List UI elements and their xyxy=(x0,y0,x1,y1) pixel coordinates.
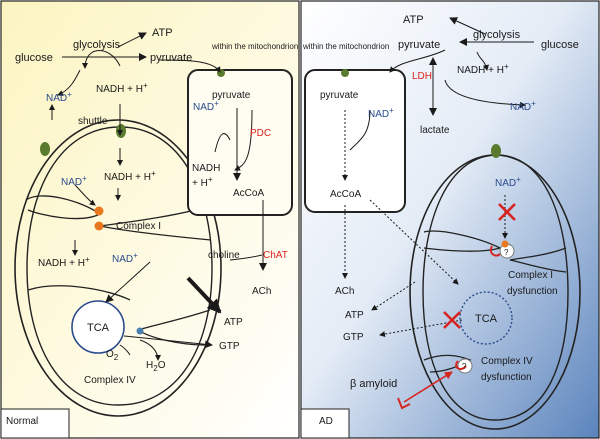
ad-nad-mito-label: NAD+ xyxy=(495,175,521,189)
acco-label: AcCoA xyxy=(233,188,264,199)
nad-mito-label: NAD+ xyxy=(61,174,87,188)
ad-complex-i-dysfunction: dysfunction xyxy=(507,286,558,297)
damage-mark-icon xyxy=(490,245,501,257)
within-mitochondrion-label: within the mitochondrion xyxy=(211,42,298,51)
pdc-label: PDC xyxy=(250,128,271,139)
complex-i-icon xyxy=(94,206,104,216)
ad-pyruvate-inner-label: pyruvate xyxy=(320,90,359,101)
tca-label: TCA xyxy=(87,322,110,334)
normal-arrows xyxy=(49,32,267,361)
nad-inner-label: NAD+ xyxy=(193,99,219,113)
ad-glucose-label: glucose xyxy=(541,39,579,51)
ach-label: ACh xyxy=(252,286,271,297)
ad-nadh-label: NADH + H+ xyxy=(457,62,509,76)
amyloid-arrow xyxy=(403,371,453,403)
tca-cycle-circle xyxy=(71,300,125,354)
complex-iv-icon xyxy=(136,327,144,335)
mito-inner-box-ad xyxy=(304,69,406,213)
ad-nad-label: NAD+ xyxy=(510,99,536,113)
pyruvate-inner-label: pyruvate xyxy=(212,90,251,101)
atp-out-label: ATP xyxy=(224,317,243,328)
h2o-label: H2O xyxy=(146,360,166,373)
gtp-out-label: GTP xyxy=(219,341,240,352)
lactate-label: lactate xyxy=(420,125,450,136)
complex-i-question: ? xyxy=(504,248,509,257)
complex-i-label: Complex I xyxy=(116,221,161,232)
porin-icon xyxy=(341,69,349,77)
ad-nad-inner-label: NAD+ xyxy=(368,106,394,120)
choline-label: choline xyxy=(208,250,240,261)
ad-ach-label: ACh xyxy=(335,286,354,297)
ad-complex-i-label: Complex I xyxy=(508,270,553,281)
ad-atp-out-label: ATP xyxy=(345,310,364,321)
amyloid-mark-icon xyxy=(397,397,411,410)
complex-iv-label: Complex IV xyxy=(84,375,136,386)
inhibit-x-icon xyxy=(443,311,461,329)
shuttle-label: shuttle xyxy=(78,116,108,127)
ad-within-label: within the mitochondrion xyxy=(302,42,389,51)
glycolysis-label: glycolysis xyxy=(73,39,121,51)
complex-i-icon xyxy=(94,221,104,231)
damage-mark-icon xyxy=(455,360,467,370)
complex-iv-question: ? xyxy=(462,362,467,371)
pyruvate-label: pyruvate xyxy=(150,52,192,64)
nadh-label: NADH + H+ xyxy=(96,81,148,95)
chat-label: ChAT xyxy=(263,250,288,261)
atp-top-label: ATP xyxy=(152,27,173,39)
complex-i-core-icon xyxy=(501,240,509,248)
ad-gtp-out-label: GTP xyxy=(343,332,364,343)
o2-label: O2 xyxy=(106,349,119,362)
ldh-label: LDH xyxy=(412,71,432,82)
normal-tag: Normal xyxy=(6,416,38,427)
nad-label: NAD+ xyxy=(46,90,72,104)
tca-cycle-circle xyxy=(459,291,513,345)
ad-tag-box xyxy=(300,408,350,439)
ad-glycolysis-label: glycolysis xyxy=(473,29,521,41)
ad-tca-label: TCA xyxy=(475,313,498,325)
nadh-inner-label: NADH xyxy=(192,163,220,174)
mito-inner-box xyxy=(187,69,293,216)
ad-complex-iv-dysfunction: dysfunction xyxy=(481,372,532,383)
ad-acco-label: AcCoA xyxy=(330,189,361,200)
nadh-mito-label: NADH + H+ xyxy=(104,169,156,183)
ad-pyruvate-label: pyruvate xyxy=(398,39,440,51)
beta-amyloid-label: β amyloid xyxy=(350,378,397,390)
nad-left-label: NAD+ xyxy=(112,251,138,265)
atp-output-arrow xyxy=(186,276,222,314)
porin-icon xyxy=(116,124,126,138)
glucose-label: glucose xyxy=(15,52,53,64)
ad-arrows xyxy=(342,17,534,338)
hplus-inner-label: + H+ xyxy=(192,175,213,189)
inhibit-x-icon xyxy=(498,203,516,221)
ad-tag: AD xyxy=(319,416,333,427)
porin-icon xyxy=(491,144,501,158)
normal-tag-box xyxy=(0,408,70,439)
porin-icon xyxy=(40,142,50,156)
nadh-left-label: NADH + H+ xyxy=(38,255,90,269)
ad-atp-top-label: ATP xyxy=(403,14,424,26)
ad-complex-iv-label: Complex IV xyxy=(481,356,533,367)
